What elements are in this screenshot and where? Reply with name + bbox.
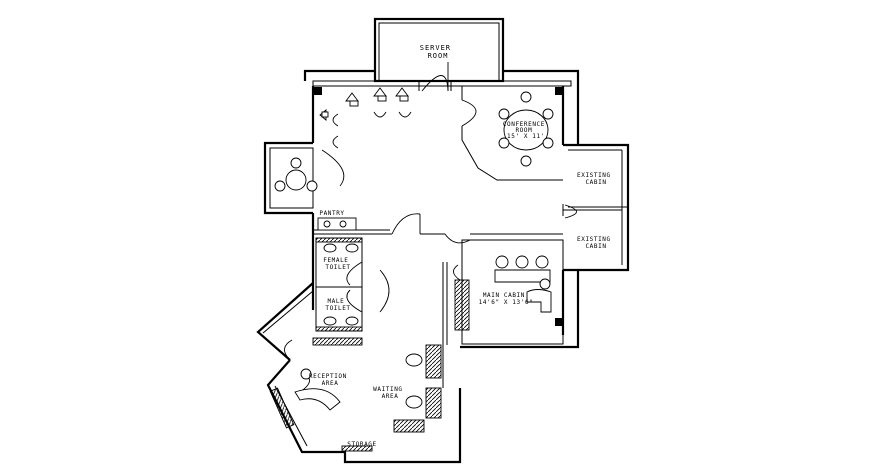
conference-room-label: CONFERENCE ROOM 15' X 11' [503, 121, 549, 140]
room-labels: SERVER ROOM CONFERENCE ROOM 15' X 11' EX… [309, 44, 615, 448]
interior-walls [312, 81, 564, 388]
pantry-label: PANTRY [319, 210, 344, 217]
female-toilet-label: FEMALE TOILET [323, 257, 353, 271]
toilet-icon [323, 243, 359, 326]
stove-icon [319, 87, 409, 121]
round-table-icon [274, 157, 318, 192]
main-cabin-label: MAIN CABIN 14'6" X 13'6" [479, 292, 534, 306]
existing-cabin-2-label: EXISTING CABIN [577, 236, 615, 250]
furniture [269, 87, 554, 452]
chair-icon [495, 255, 549, 269]
reception-area-label: RECEPTION AREA [309, 373, 351, 387]
chair-icon [332, 111, 412, 149]
server-room-label: SERVER ROOM [420, 44, 457, 60]
conference-table-icon [498, 91, 554, 167]
waiting-area-label: WAITING AREA [373, 386, 407, 400]
existing-cabin-1-label: EXISTING CABIN [577, 172, 615, 186]
male-toilet-label: MALE TOILET [325, 298, 350, 312]
storage-label: STORAGE [347, 441, 377, 448]
